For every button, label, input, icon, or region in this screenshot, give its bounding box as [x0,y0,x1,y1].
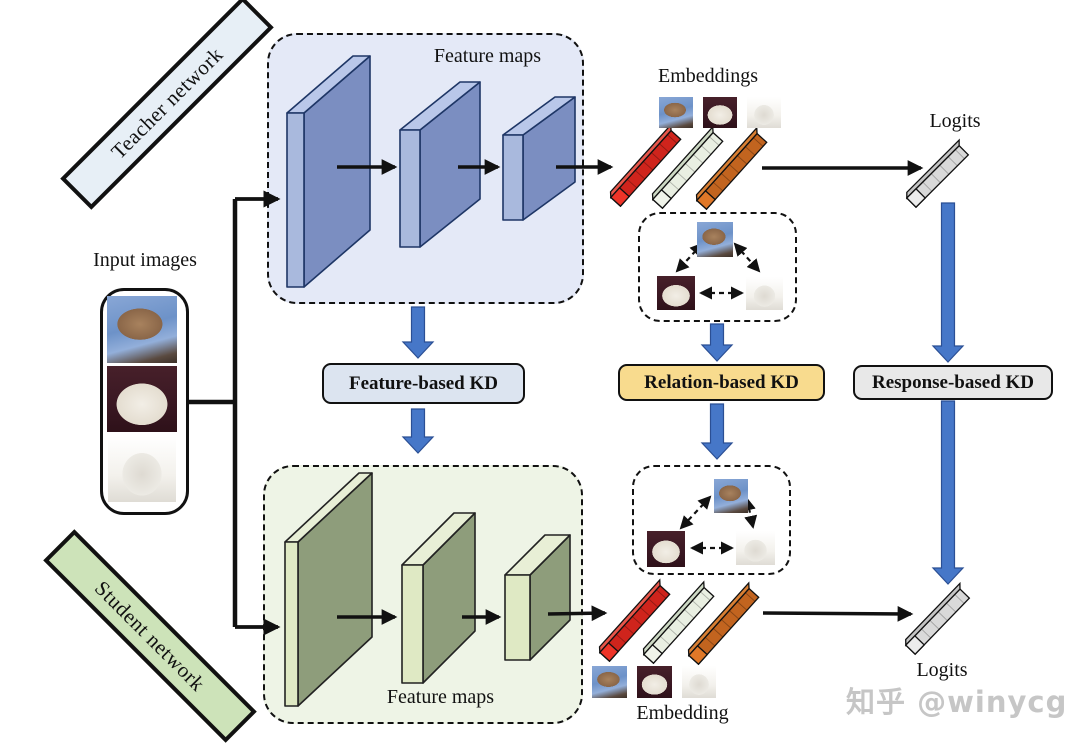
response-based-kd-box: Response-based KD [853,365,1053,400]
student-feature-maps-label: Feature maps [386,686,495,708]
student-relation-edges [679,495,758,555]
arrow-logits-to-response-kd [931,202,965,363]
logits-bar-teacher [905,138,970,209]
embedding-bar-orange-teacher [695,126,768,211]
bird-image [659,97,693,128]
dog-image [107,366,177,432]
cat-image [682,666,716,698]
teacher-conv-slab-2 [399,81,481,248]
bird-image [107,296,177,363]
relation-based-kd-box: Relation-based KD [618,364,825,401]
flow-arrows [337,159,924,625]
teacher-conv-slab-1 [286,55,371,288]
embedding-bar-red-student [598,578,671,663]
input-branch-line [186,199,238,627]
student-conv-slab-2 [401,512,476,684]
student-embedding-label: Embedding [636,702,729,724]
kd-arrows [401,202,965,585]
arrow-response-kd-to-student-logits [931,400,965,585]
feature-based-kd-label: Feature-based KD [349,372,498,394]
teacher-relation-graph-box [638,212,797,322]
response-based-kd-label: Response-based KD [871,371,1035,393]
arrow-relation-kd-to-student-graph [700,403,734,460]
feature-based-kd-box: Feature-based KD [322,363,525,404]
arrow-teacher-to-feature-kd [401,306,435,359]
relation-edge-bird-dog-student [679,495,712,530]
cat-image [746,277,783,310]
arrow-feature-kd-to-student [401,408,435,454]
bird-image [592,666,627,698]
cat-image [747,97,781,128]
arrow-embedding-to-logits-student [762,606,914,622]
student-relation-graph-box [632,465,791,575]
teacher-conv-slab-3 [502,96,576,221]
dog-image [703,97,737,128]
teacher-relation-edges [675,242,761,300]
arrow-relation-graph-to-relation-kd [700,323,734,362]
logits-bar-student [904,581,971,656]
cat-image [108,436,176,502]
relation-edge-bird-cat-student [742,497,758,529]
embedding-bar-orange-student [687,581,760,666]
dog-image [647,531,685,567]
student-conv-slab-1 [284,472,373,707]
cat-image [736,531,775,565]
input-images-label: Input images [93,249,197,271]
student-logits-label: Logits [916,659,968,681]
relation-edge-bird-dog-teacher [675,242,704,273]
relation-edge-bird-cat-teacher [733,242,761,273]
embedding-bar-green-student [642,580,715,665]
relation-based-kd-label: Relation-based KD [644,371,799,393]
teacher-embeddings-label: Embeddings [658,65,758,87]
student-conv-slab-3 [504,534,571,661]
arrow-student-to-embedding [547,605,608,622]
teacher-logits-label: Logits [929,110,981,132]
teacher-feature-maps-label: Feature maps [433,45,542,67]
watermark-text: 知乎 @winycg [846,685,1068,719]
bird-image [697,222,733,257]
dog-image [637,666,672,698]
bird-image [714,479,748,513]
dog-image [657,276,695,310]
